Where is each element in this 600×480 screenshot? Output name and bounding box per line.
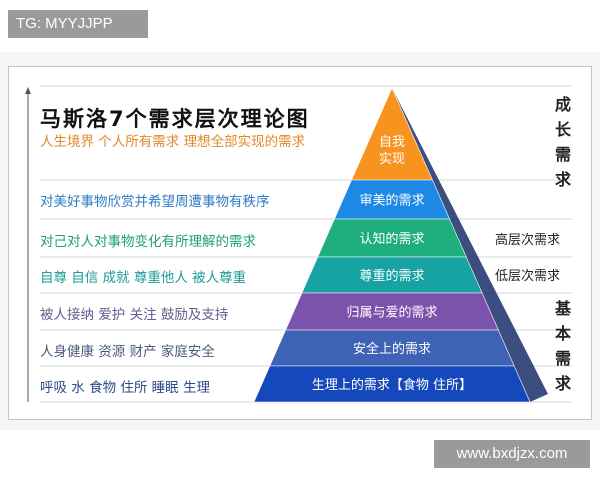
tier-description: 呼吸 水 食物 住所 睡眠 生理: [40, 380, 210, 396]
tier-description: 被人接纳 爱护 关注 鼓励及支持: [40, 307, 229, 323]
basic-needs-label: 基本需求: [554, 299, 571, 393]
growth-needs-label: 成长需求: [554, 95, 571, 189]
low-level-needs-label: 低层次需求: [495, 269, 561, 284]
tier-label: 归属与爱的需求: [346, 305, 437, 321]
tier-description: 对美好事物欣赏并希望周遭事物有秩序: [40, 194, 270, 210]
diagram-title: 马斯洛7个需求层次理论图: [40, 107, 310, 131]
tier-label: 审美的需求: [359, 193, 424, 209]
tier-label-self-actualization: 自我实现: [378, 135, 405, 167]
tier-description: 对己对人对事物变化有所理解的需求: [40, 234, 256, 250]
tier-label: 认知的需求: [359, 231, 424, 247]
tier-label: 生理上的需求【食物 住所】: [312, 377, 472, 393]
tier-label: 尊重的需求: [359, 268, 424, 284]
axis-arrow-icon: [25, 87, 31, 94]
high-level-needs-label: 高层次需求: [495, 233, 561, 248]
watermark-top: TG: MYYJJPP: [8, 10, 148, 38]
watermark-bottom: www.bxdjzx.com: [434, 440, 590, 468]
tier-description: 人身健康 资源 财产 家庭安全: [40, 344, 215, 360]
pyramid-tier: [253, 365, 531, 403]
tier-description: 自尊 自信 成就 尊重他人 被人尊重: [40, 270, 247, 286]
tier-description: 人生境界 个人所有需求 理想全部实现的需求: [40, 134, 306, 150]
pyramid-side-face: [392, 88, 548, 402]
tier-label: 安全上的需求: [353, 341, 431, 357]
